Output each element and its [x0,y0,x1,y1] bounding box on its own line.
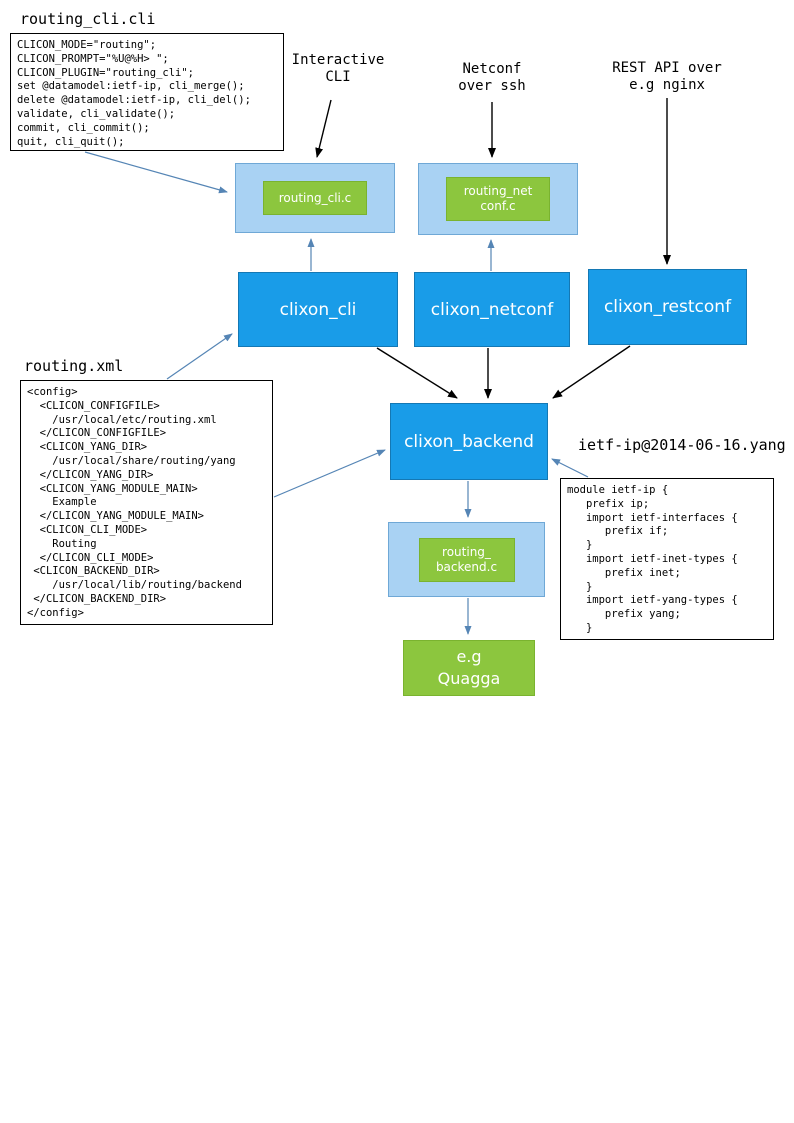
routing-cli-c-container: routing_cli.c [235,163,395,233]
arrow-xml-file-to-clixon-cli [166,333,233,380]
clixon-backend-box: clixon_backend [390,403,548,480]
arrow-interactive-cli-to-routing-cli-c [315,99,332,158]
cli-file-title: routing_cli.cli [20,10,156,28]
routing-cli-c-box: routing_cli.c [263,181,367,215]
cli-code-box: CLICON_MODE="routing"; CLICON_PROMPT="%U… [10,33,284,151]
interactive-cli-label: Interactive CLI [291,52,385,85]
routing-backend-c-box: routing_ backend.c [418,537,515,582]
arrow-cli-file-to-routing-cli-c [84,151,228,194]
yang-file-title: ietf-ip@2014-06-16.yang [578,436,786,454]
arrow-xml-file-to-backend [273,449,386,498]
quagga-box: e.g Quagga [403,640,535,696]
netconf-over-ssh-label: Netconf over ssh [458,61,526,94]
routing-netconf-c-box: routing_net conf.c [446,177,550,221]
xml-file-title: routing.xml [24,357,124,375]
routing-backend-c-container: routing_ backend.c [388,522,545,597]
clixon-restconf-box: clixon_restconf [588,269,747,345]
xml-code-box: <config> <CLICON_CONFIGFILE> /usr/local/… [20,380,273,625]
routing-netconf-c-container: routing_net conf.c [418,163,578,235]
rest-api-label: REST API over e.g nginx [612,60,722,93]
yang-code-box: module ietf-ip { prefix ip; import ietf-… [560,478,774,640]
arrow-clixon-cli-to-backend [376,347,458,399]
clixon-netconf-box: clixon_netconf [414,272,570,347]
arrow-yang-file-to-backend [551,458,589,478]
arrow-clixon-restconf-to-backend [552,345,631,399]
clixon-cli-box: clixon_cli [238,272,398,347]
